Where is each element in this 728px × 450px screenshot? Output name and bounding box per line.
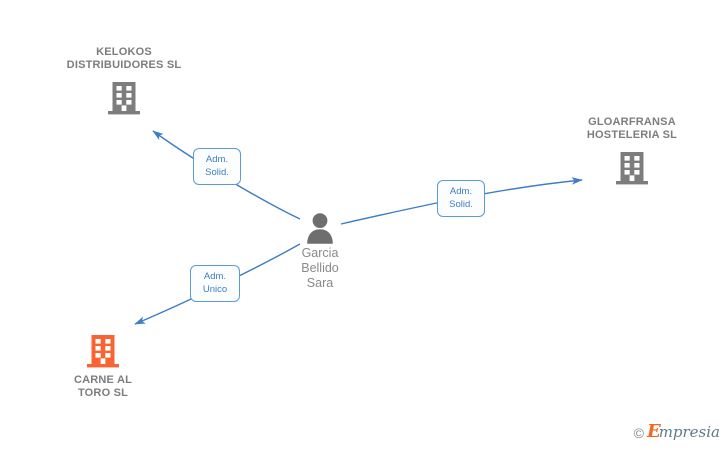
brand-initial: E (646, 421, 661, 442)
edge-label-carne[interactable]: Adm. Unico (190, 265, 240, 302)
brand-wordmark: Empresia (647, 423, 720, 442)
building-icon (44, 72, 204, 117)
edge-label-gloarfransa[interactable]: Adm. Solid. (437, 180, 485, 217)
node-carne-al-toro[interactable]: CARNE AL TORO SL (23, 330, 183, 400)
node-gloarfransa[interactable]: GLOARFRANSA HOSTELERIA SL (552, 116, 712, 187)
node-kelokos-label: KELOKOS DISTRIBUIDORES SL (66, 46, 182, 71)
node-carne-al-toro-label: CARNE AL TORO SL (73, 374, 133, 399)
node-kelokos[interactable]: KELOKOS DISTRIBUIDORES SL (44, 46, 204, 117)
person-icon (240, 212, 400, 244)
node-person-label: Garcia Bellido Sara (301, 246, 339, 290)
brand-rest: mpresia (658, 423, 720, 441)
copyright-icon: © (633, 424, 644, 441)
edge-label-kelokos[interactable]: Adm. Solid. (193, 148, 241, 185)
building-icon (23, 330, 183, 370)
node-gloarfransa-label: GLOARFRANSA HOSTELERIA SL (586, 116, 678, 141)
node-person-garcia-bellido-sara[interactable]: Garcia Bellido Sara (240, 212, 400, 290)
watermark-empresia: © Empresia (634, 423, 720, 442)
building-icon (552, 142, 712, 187)
